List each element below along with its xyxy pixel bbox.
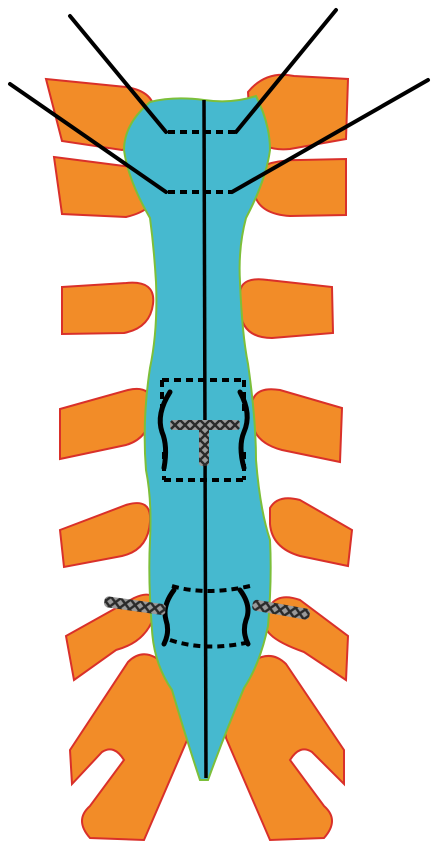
right-cartilage-2: [254, 159, 346, 216]
left-cartilage-3: [62, 283, 153, 334]
middle-wire-vertical: [199, 424, 209, 466]
right-cartilage-3: [240, 279, 333, 338]
